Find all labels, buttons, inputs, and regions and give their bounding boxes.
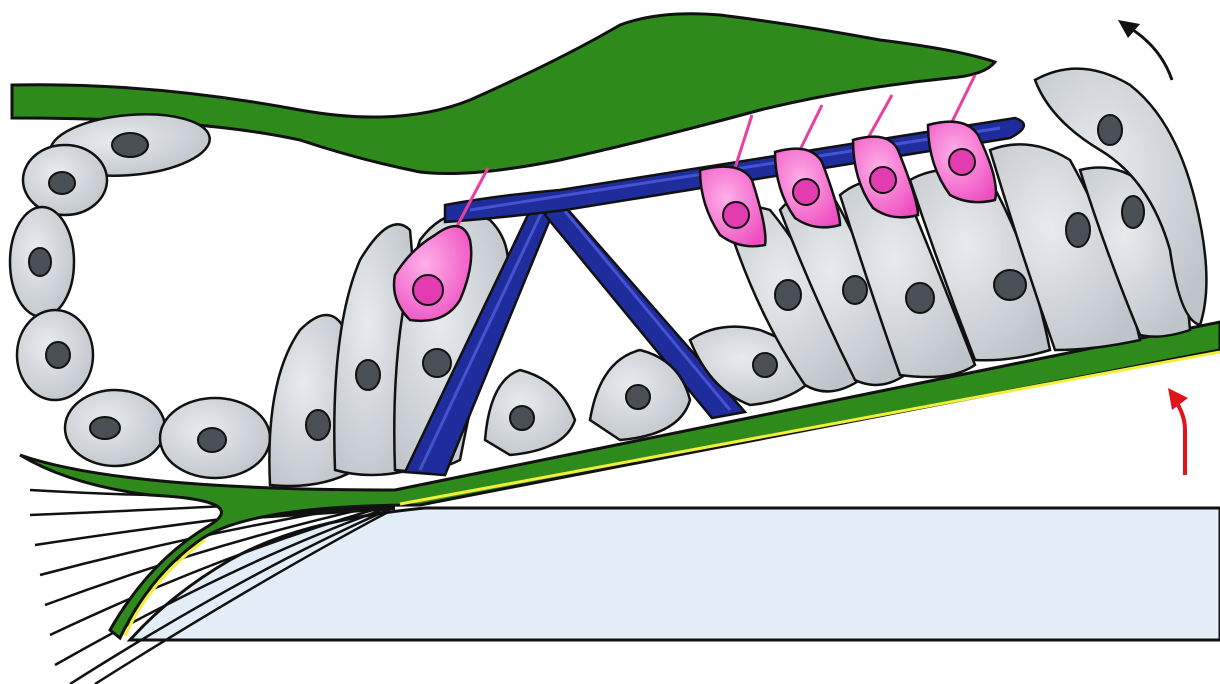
spiral-lamina-bone bbox=[130, 508, 1220, 640]
red-arrow-icon bbox=[1168, 388, 1188, 475]
inner-hair-cell-nucleus bbox=[413, 275, 443, 305]
curved-arrow-icon bbox=[1118, 20, 1172, 80]
